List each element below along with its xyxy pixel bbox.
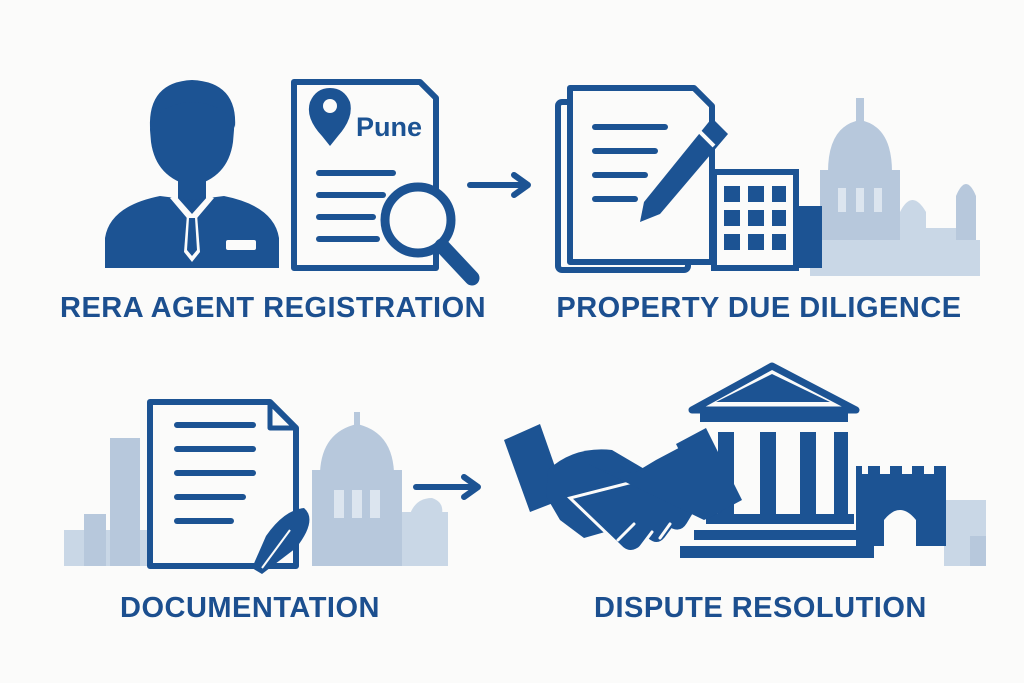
skyline-far-right-icon (944, 500, 986, 566)
step-label-dispute-resolution: DISPUTE RESOLUTION (594, 592, 927, 624)
location-tag: Pune (356, 112, 423, 142)
magnifying-glass-icon (380, 182, 480, 286)
document-stack-icon (555, 85, 715, 273)
office-building-icon (711, 169, 822, 271)
pencil-icon (640, 118, 728, 222)
documentation-document-icon (147, 399, 299, 569)
agent-icon (105, 80, 279, 268)
step-label-documentation: DOCUMENTATION (120, 592, 380, 624)
skyline-right-icon (312, 412, 448, 566)
skyline-left-icon (64, 438, 148, 566)
step-label-rera-agent-registration: RERA AGENT REGISTRATION (60, 292, 487, 324)
city-skyline-icon (810, 98, 980, 276)
quill-pen-icon (252, 508, 310, 574)
step-label-property-due-diligence: PROPERTY DUE DILIGENCE (556, 292, 962, 324)
arrow-right-icon (413, 474, 481, 500)
arrow-right-icon (467, 172, 531, 198)
handshake-icon (504, 424, 742, 553)
courthouse-icon (680, 362, 874, 558)
fort-gate-icon (856, 466, 946, 546)
